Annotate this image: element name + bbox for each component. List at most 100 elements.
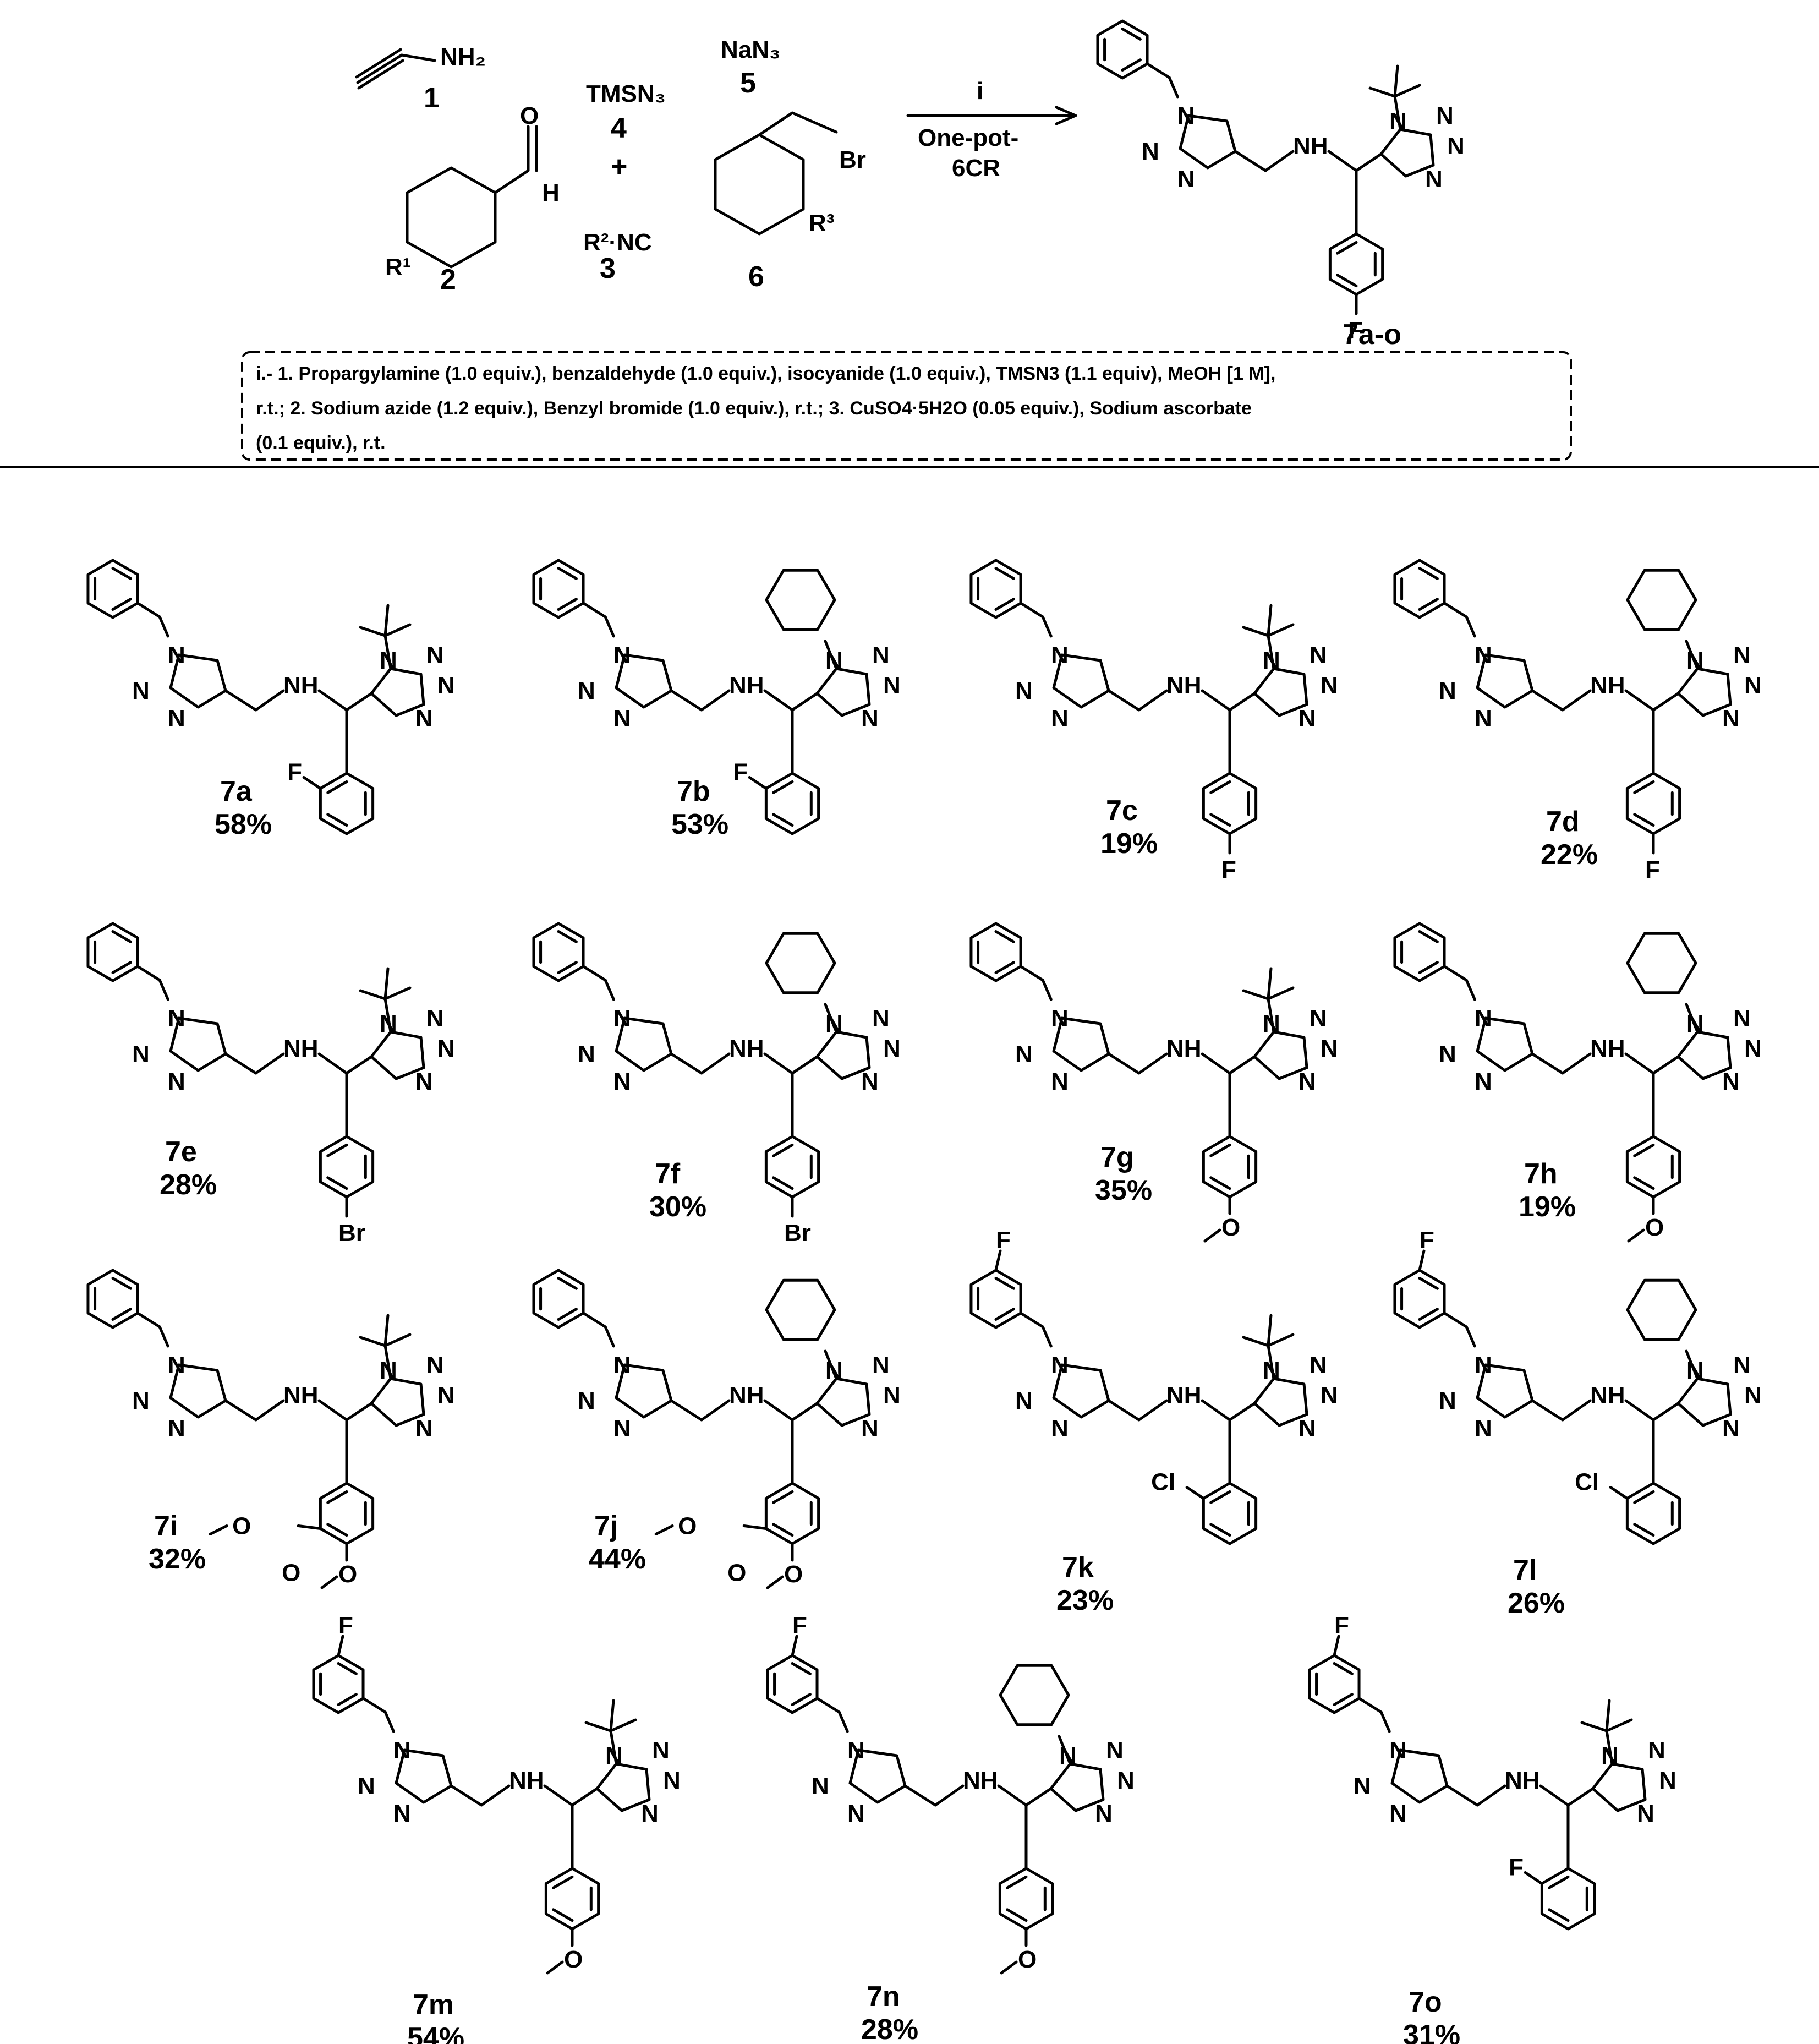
ch-tetrazole-bond xyxy=(791,692,819,712)
reagent-4-label: 4 xyxy=(611,112,627,144)
triazole-ring xyxy=(1052,1363,1110,1419)
tetrazole-ring xyxy=(815,1030,871,1080)
cyclohexyl-ring xyxy=(1626,1278,1697,1341)
triazole-ring xyxy=(615,1016,673,1072)
triazole-ring xyxy=(1052,1016,1110,1072)
triazole-ring xyxy=(1390,1748,1449,1804)
cyclohexyl-bond xyxy=(1685,1003,1699,1034)
tetrazole-ring xyxy=(370,1030,425,1080)
triazole-n3: N xyxy=(1475,1068,1492,1095)
ortho-halogen-bond xyxy=(1609,1486,1629,1500)
triazole-n1: N xyxy=(1177,102,1195,129)
tbu-methyl xyxy=(359,626,387,637)
tetrazole-n3: N xyxy=(1659,1767,1676,1794)
tetrazole-n4: N xyxy=(1637,1800,1654,1827)
compound-label: 7f xyxy=(655,1158,681,1190)
ch2-n1-bond xyxy=(1465,615,1476,638)
ch2-nh-bond xyxy=(480,1784,511,1807)
triazole-ring xyxy=(1476,653,1534,709)
ester-methyl xyxy=(654,1524,674,1535)
amine-nh: NH xyxy=(1590,672,1625,699)
compound-yield: 28% xyxy=(861,2014,918,2044)
ch2-n1-bond xyxy=(1465,1325,1476,1348)
tbu-methyl xyxy=(609,1718,637,1733)
triazole-n3: N xyxy=(168,1415,185,1442)
benzyl-ring xyxy=(1393,1269,1446,1329)
aryl-ring-double-bond xyxy=(1209,1176,1231,1190)
reagent-2-substituent: R¹ xyxy=(385,254,410,281)
tetrazole-n4: N xyxy=(415,705,433,732)
benzyl-ch2-bond xyxy=(582,1311,607,1329)
fluoro-bond xyxy=(1418,1249,1426,1272)
ch2-n1-bond xyxy=(1041,1325,1053,1348)
triazole-ring xyxy=(1052,653,1110,709)
tetrazole-ring xyxy=(815,1377,871,1427)
aryl-ring xyxy=(1328,232,1384,296)
tetrazole-n4: N xyxy=(1298,1068,1316,1095)
ch-tetrazole-bond xyxy=(1228,692,1256,712)
benzyl-ring xyxy=(532,1269,585,1329)
tetrazole-n3: N xyxy=(1447,133,1465,160)
tbu-bond xyxy=(383,1344,392,1380)
triazole-n3: N xyxy=(1475,705,1492,732)
benzyl-fluorine: F xyxy=(1420,1227,1434,1254)
benzyl-ring xyxy=(86,559,139,619)
benzyl-ring xyxy=(969,1269,1022,1329)
ch2-n1-bond xyxy=(158,1325,169,1348)
nh-ch-bond xyxy=(1624,1052,1655,1075)
benzyl-ring-double-bond xyxy=(1418,961,1439,974)
tbu-methyl xyxy=(359,1336,387,1347)
reagent-5-nan3: NaN₃ xyxy=(721,36,780,63)
cyclohexyl-ring xyxy=(765,932,836,994)
tetrazole-n4: N xyxy=(1298,705,1316,732)
aryl-ring xyxy=(1540,1867,1596,1931)
triazole-n1: N xyxy=(613,642,631,669)
ester-methyl xyxy=(209,1524,228,1535)
compound-label: 7o xyxy=(1409,1986,1442,2018)
fluoro-bond xyxy=(337,1635,344,1657)
compound-label: 7i xyxy=(154,1510,178,1542)
benzyl-ring-double-bond xyxy=(557,930,578,943)
ch2-nh-bond xyxy=(1137,689,1168,712)
tetrazole-n4: N xyxy=(861,1415,879,1442)
ortho-halogen-bond xyxy=(1524,1871,1543,1885)
aryl-ring xyxy=(1202,1135,1258,1199)
tetrazole-n3: N xyxy=(1744,1035,1762,1062)
ch2-n1-bond xyxy=(158,615,169,638)
benzyl-ring-double-bond xyxy=(1418,1308,1439,1321)
triazole-n3: N xyxy=(613,1068,631,1095)
benzyl-ch2-bond xyxy=(136,602,161,619)
triazole-ch2-bond xyxy=(1107,689,1141,712)
conditions-box xyxy=(241,351,1572,461)
compound-yield: 54% xyxy=(407,2022,464,2044)
aryl-ring-double-bond xyxy=(552,1908,574,1922)
ortho-halogen-bond xyxy=(748,776,768,790)
methoxy-oxygen: O xyxy=(1221,1214,1240,1241)
cyclohexyl-ring xyxy=(1626,932,1697,994)
benzyl-ch2-bond xyxy=(815,1697,841,1714)
compound-yield: 31% xyxy=(1403,2019,1460,2044)
arrow-condition-1: One-pot- xyxy=(918,124,1018,151)
tetrazole-n3: N xyxy=(1744,672,1762,699)
nh-ch-bond xyxy=(317,1052,348,1075)
para-halogen: Br xyxy=(338,1220,365,1247)
ch2-nh-bond xyxy=(254,1052,285,1075)
tetrazole-n2: N xyxy=(426,642,444,669)
triazole-n2: N xyxy=(578,1041,595,1068)
tbu-methyl xyxy=(1242,626,1270,637)
triazole-n3: N xyxy=(613,1415,631,1442)
aryl-ring-double-bond xyxy=(1633,1523,1655,1537)
triazole-n1: N xyxy=(1475,642,1492,669)
product-series-label: 7a-o xyxy=(1343,319,1401,351)
tetrazole-n4: N xyxy=(1722,1415,1740,1442)
amine-nh: NH xyxy=(729,672,764,699)
methoxy-methyl xyxy=(766,1575,784,1589)
tetrazole-n2: N xyxy=(1733,1005,1751,1032)
